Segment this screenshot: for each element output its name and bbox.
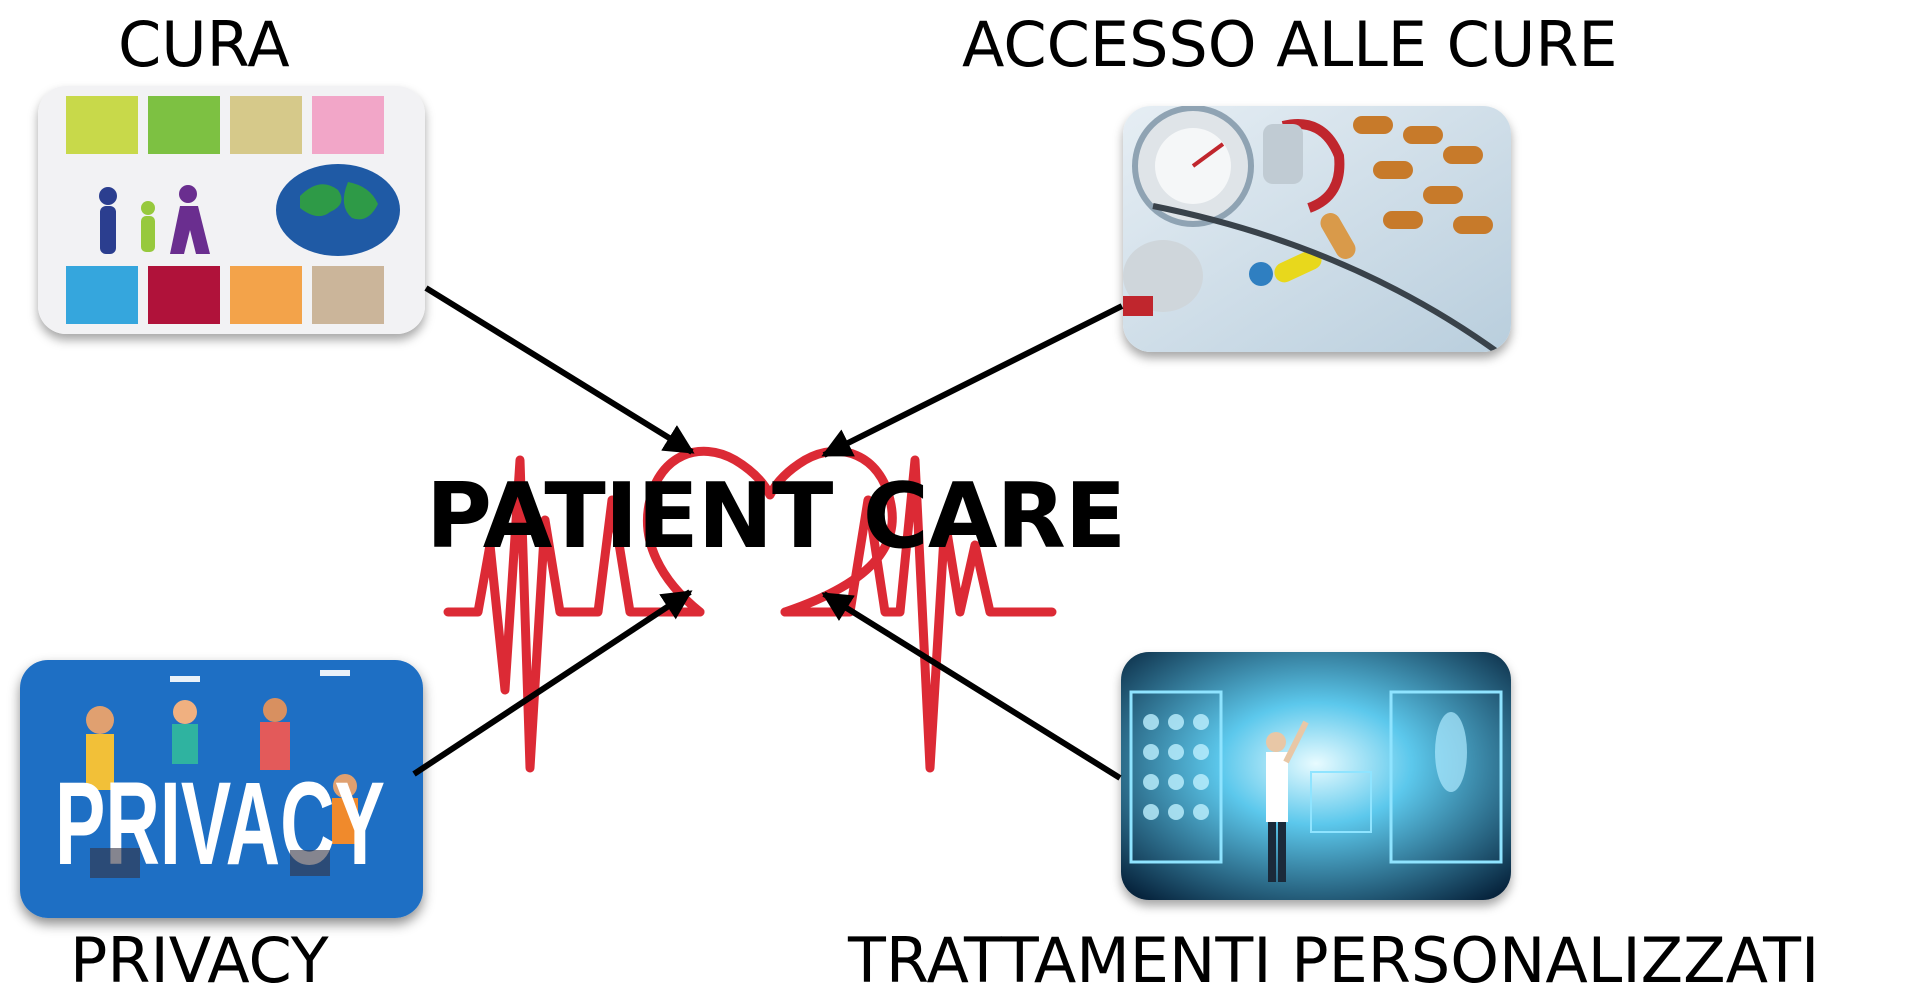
arrow-accesso-to-center bbox=[821, 303, 1124, 458]
privacy-image: PRIVACY bbox=[20, 660, 423, 918]
accesso-image bbox=[1123, 106, 1511, 352]
accesso-caption: ACCESSO ALLE CURE bbox=[962, 8, 1618, 81]
trattamenti-caption: TRATTAMENTI PERSONALIZZATI bbox=[848, 924, 1820, 997]
ecg-left-trace bbox=[443, 455, 705, 773]
cura-image bbox=[38, 86, 425, 334]
center-title: PATIENT CARE bbox=[426, 464, 1126, 569]
trattamenti-image bbox=[1121, 652, 1511, 900]
arrow-privacy-to-center bbox=[412, 589, 693, 777]
cura-caption: CURA bbox=[118, 8, 290, 81]
arrow-trattamenti-to-center bbox=[821, 591, 1122, 781]
arrow-cura-to-center bbox=[424, 285, 695, 455]
ecg-right-trace bbox=[780, 455, 1057, 773]
heart-outline bbox=[642, 446, 897, 617]
privacy-caption: PRIVACY bbox=[70, 924, 329, 997]
